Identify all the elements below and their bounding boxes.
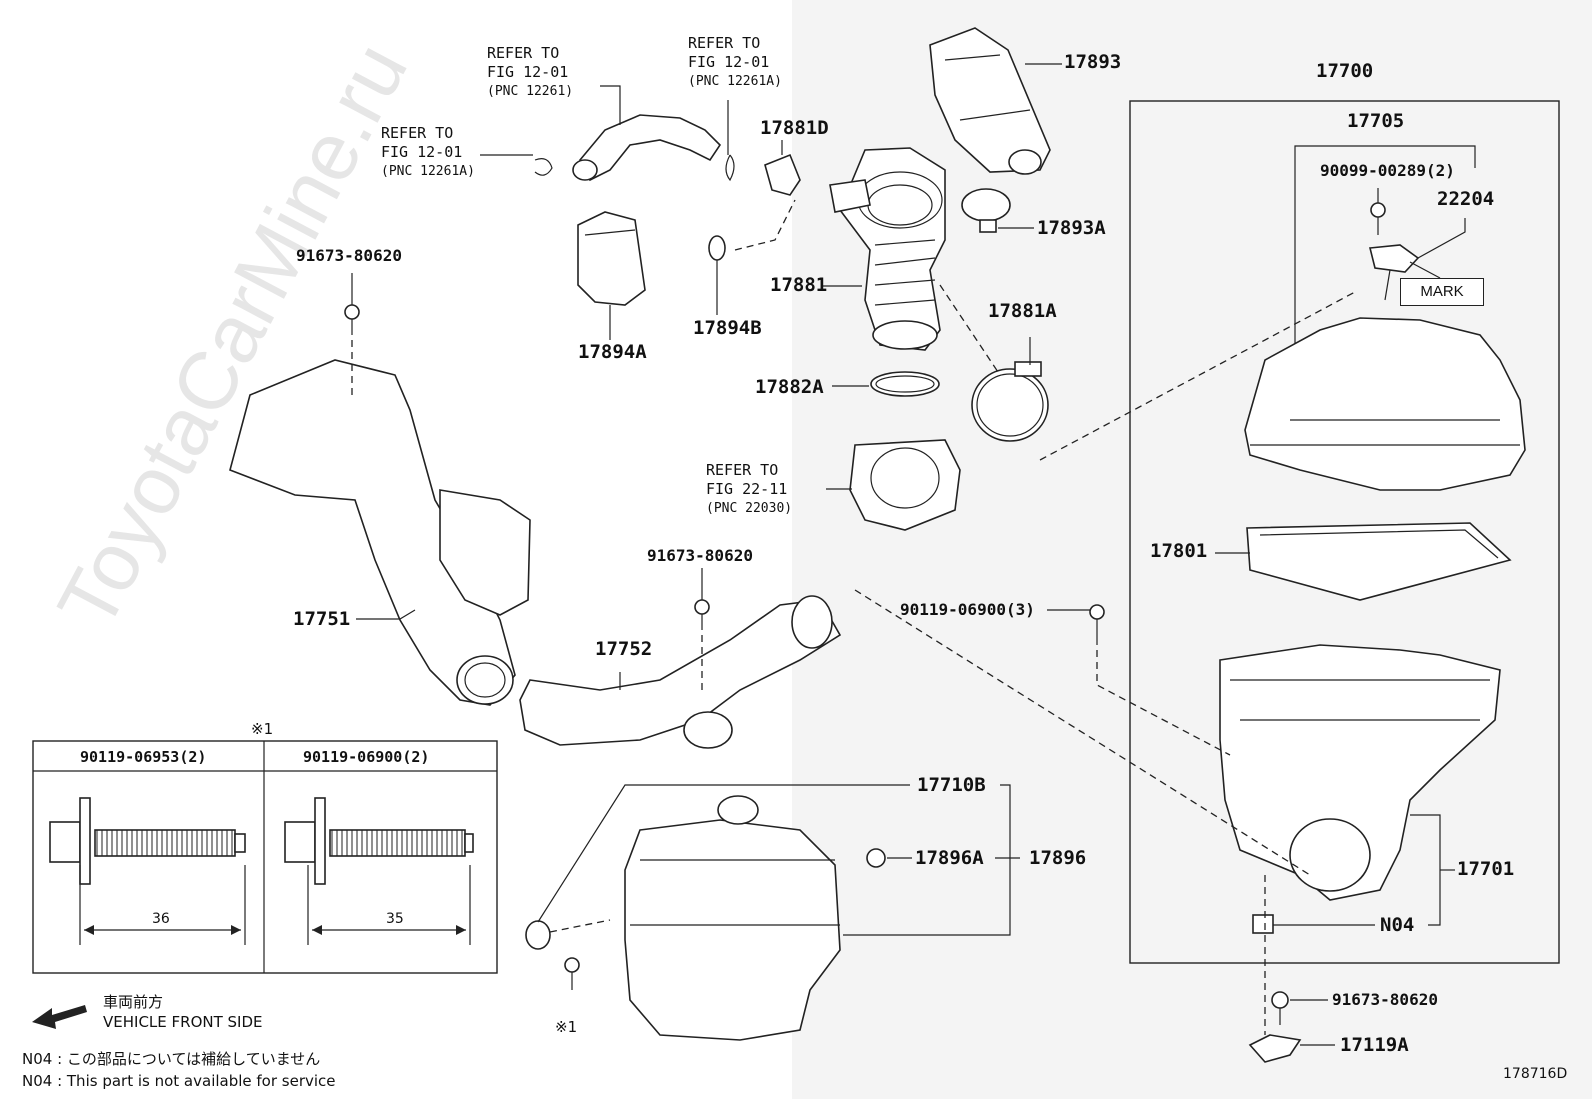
part-17881A [971, 337, 1049, 442]
label-17701[interactable]: 17701 [1457, 858, 1515, 880]
part-throttle-body [826, 439, 961, 531]
label-17752[interactable]: 17752 [595, 638, 653, 660]
ref-line2: FIG 12-01 [381, 143, 463, 161]
label-17882A[interactable]: 17882A [755, 376, 824, 398]
direction-jp: 車両前方 [103, 993, 164, 1011]
label-91673-80620-bottom[interactable]: 91673-80620 [1332, 990, 1438, 1009]
part-17893 [929, 27, 1062, 175]
direction-en: VEHICLE FRONT SIDE [103, 1013, 263, 1031]
note-n04-en: N04 : This part is not available for ser… [22, 1072, 336, 1090]
part-17881D [764, 140, 801, 196]
ref-line1: REFER TO [487, 44, 560, 62]
part-17119A [1248, 1034, 1335, 1063]
assembly-dash-lines [351, 199, 1356, 1035]
assembly-frame-17700 [1129, 100, 1560, 964]
part-N04 [1252, 914, 1375, 934]
table-col2-part[interactable]: 90119-06900(2) [303, 748, 430, 766]
label-17751[interactable]: 17751 [293, 608, 351, 630]
part-91673-bolt-bottom [1271, 991, 1328, 1025]
label-91673-80620-left[interactable]: 91673-80620 [296, 246, 402, 265]
label-17881D[interactable]: 17881D [760, 117, 829, 139]
ref-line2: FIG 12-01 [487, 63, 569, 81]
part-17881 [821, 147, 946, 351]
label-17710B[interactable]: 17710B [917, 774, 986, 796]
table-col1-part[interactable]: 90119-06953(2) [80, 748, 207, 766]
part-17801 [1215, 522, 1512, 601]
label-17881A[interactable]: 17881A [988, 300, 1057, 322]
label-90119-06900-3[interactable]: 90119-06900(3) [900, 600, 1035, 619]
label-17119A[interactable]: 17119A [1340, 1034, 1409, 1056]
note-n04-jp: N04 : この部品については補給していません [22, 1050, 321, 1068]
part-17701 [1219, 644, 1501, 926]
bolt-length-35: 35 [386, 911, 404, 927]
label-17893A[interactable]: 17893A [1037, 217, 1106, 239]
part-91673-bolt-left [344, 273, 360, 335]
label-17881[interactable]: 17881 [770, 274, 828, 296]
ref-pnc: (PNC 12261) [487, 84, 574, 99]
mark-box: MARK [1400, 278, 1484, 306]
part-17710B [525, 784, 1020, 1041]
label-17896[interactable]: 17896 [1029, 847, 1087, 869]
ref-fig-12-01-pnc-12261a-right[interactable]: REFER TO FIG 12-01 (PNC 12261A) [688, 34, 782, 91]
label-22204[interactable]: 22204 [1437, 188, 1495, 210]
label-17894A[interactable]: 17894A [578, 341, 647, 363]
label-17700[interactable]: 17700 [1316, 60, 1374, 82]
part-17894B [708, 235, 726, 315]
ref-pnc: (PNC 12261A) [381, 164, 475, 179]
front-direction-arrow [32, 1005, 87, 1029]
label-17893[interactable]: 17893 [1064, 51, 1122, 73]
ref-line1: REFER TO [706, 461, 779, 479]
part-17751 [229, 359, 531, 706]
label-17896A[interactable]: 17896A [915, 847, 984, 869]
ref-line1: REFER TO [688, 34, 761, 52]
ref-line2: FIG 22-11 [706, 480, 788, 498]
part-90119-bolt [1047, 604, 1105, 645]
marker-bolt-label: ※1 [555, 1018, 578, 1036]
figure-code: 178716D [1503, 1066, 1568, 1082]
part-12261A-clamp-left [480, 154, 553, 176]
ref-line1: REFER TO [381, 124, 454, 142]
part-marker-bolt [564, 957, 580, 990]
part-17893A [961, 188, 1034, 233]
ref-pnc: (PNC 22030) [706, 501, 793, 516]
bolt-diagram-36 [49, 797, 246, 945]
bolt-diagram-35 [284, 797, 474, 945]
bolt-table [32, 740, 498, 974]
table-marker: ※1 [251, 720, 274, 738]
label-17705[interactable]: 17705 [1347, 110, 1405, 132]
ref-pnc: (PNC 12261A) [688, 74, 782, 89]
ref-fig-22-11-pnc-22030[interactable]: REFER TO FIG 22-11 (PNC 22030) [706, 461, 792, 518]
ref-fig-12-01-pnc-12261[interactable]: REFER TO FIG 12-01 (PNC 12261) [487, 44, 573, 101]
part-91673-bolt-middle [694, 568, 710, 630]
label-N04[interactable]: N04 [1380, 914, 1415, 936]
part-17752 [519, 595, 842, 749]
label-17801[interactable]: 17801 [1150, 540, 1208, 562]
bolt-length-36: 36 [152, 911, 170, 927]
part-17882A [832, 371, 940, 397]
label-17894B[interactable]: 17894B [693, 317, 762, 339]
label-90099-00289[interactable]: 90099-00289(2) [1320, 161, 1455, 180]
bracket-17705 [1294, 145, 1476, 344]
part-12261-hose [572, 85, 722, 182]
label-91673-80620-middle[interactable]: 91673-80620 [647, 546, 753, 565]
part-17894A [577, 211, 646, 340]
part-22204-sensor [1368, 218, 1466, 301]
part-90099-bolt [1370, 188, 1386, 235]
part-17705 [1244, 317, 1526, 491]
ref-line2: FIG 12-01 [688, 53, 770, 71]
part-12261A-clamp-right [725, 100, 735, 182]
ref-fig-12-01-pnc-12261a-left[interactable]: REFER TO FIG 12-01 (PNC 12261A) [381, 124, 475, 181]
